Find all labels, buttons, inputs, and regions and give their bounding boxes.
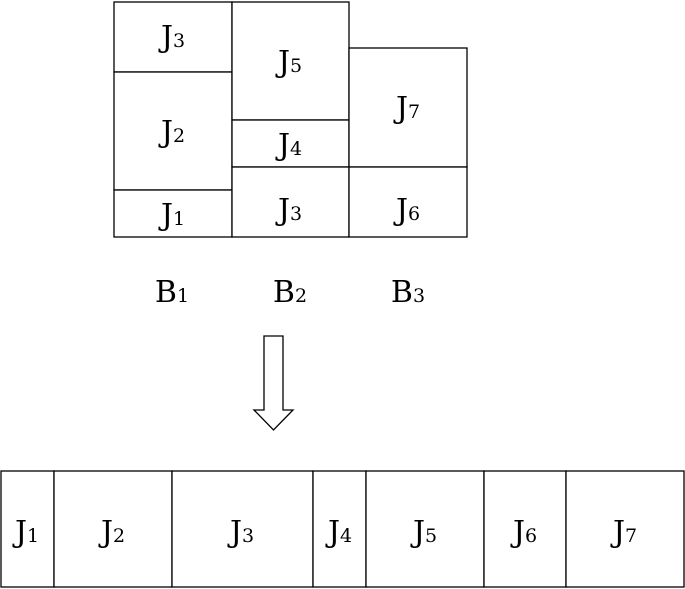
block-b2-j4-label: J4: [275, 128, 302, 163]
block-b3-j7-label: J7: [393, 91, 420, 126]
stack-label-b2: B2: [273, 275, 307, 310]
seq-label-j1: J1: [12, 515, 39, 550]
seq-cell-j6: [483, 470, 567, 588]
seq-label-j3: J3: [227, 515, 254, 550]
stack-b2: J5 J4 J3: [231, 1, 350, 238]
seq-cell-j2: [53, 470, 173, 588]
block-b2-j3: [231, 166, 350, 238]
stack-b3: J7 J6: [348, 47, 468, 238]
block-b3-j7: [348, 47, 468, 168]
block-b1-j1: [113, 189, 233, 238]
block-b2-j3-label: J3: [275, 193, 302, 228]
stack-label-b3: B3: [391, 275, 425, 310]
block-b1-j2-label: J2: [158, 115, 185, 150]
sequence-row: J1 J2 J3 J4 J5 J6 J7: [0, 470, 685, 588]
seq-cell-j5: [365, 470, 485, 588]
seq-cell-j4: [312, 470, 367, 588]
block-b1-j3: [113, 1, 233, 73]
seq-label-j2: J2: [98, 515, 125, 550]
stack-b1: J3 J2 J1: [113, 1, 233, 238]
stack-label-b1: B1: [155, 275, 189, 310]
down-arrow-icon: [252, 335, 295, 431]
seq-cell-j7: [565, 470, 685, 588]
block-b2-j5: [231, 1, 350, 121]
block-b1-j3-label: J3: [158, 20, 185, 55]
block-b3-j6-label: J6: [393, 193, 420, 228]
seq-label-j7: J7: [610, 515, 637, 550]
block-b2-j5-label: J5: [275, 45, 302, 80]
seq-label-j4: J4: [325, 515, 352, 550]
seq-label-j5: J5: [410, 515, 437, 550]
block-b2-j4: [231, 119, 350, 168]
block-b1-j1-label: J1: [158, 198, 185, 233]
seq-cell-j3: [171, 470, 314, 588]
block-b3-j6: [348, 166, 468, 238]
seq-label-j6: J6: [510, 515, 537, 550]
